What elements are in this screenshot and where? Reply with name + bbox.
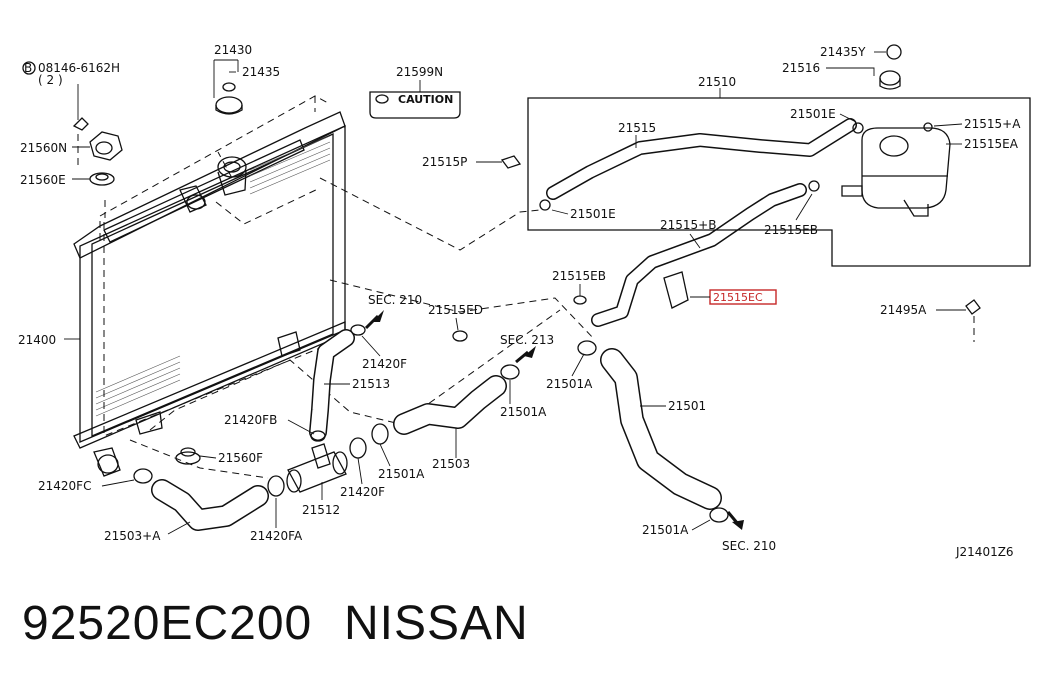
bolt-spec-label: 08146-6162H <box>38 61 120 75</box>
label-21420f-top: 21420F <box>362 357 407 371</box>
label-21420fb: 21420FB <box>224 413 277 427</box>
bolt-21495a <box>936 299 981 342</box>
label-21503-a: 21503+A <box>104 529 161 543</box>
label-21515p: 21515P <box>422 155 467 169</box>
label-21512: 21512 <box>302 503 340 517</box>
diagram-code: J21401Z6 <box>955 545 1014 559</box>
label-21501e-top: 21501E <box>790 107 836 121</box>
label-21501a-low: 21501A <box>378 467 425 481</box>
label-sec213: SEC. 213 <box>500 333 554 347</box>
bolt-marker: B <box>24 61 32 75</box>
hose-21503 <box>393 375 507 458</box>
hose-21515-b <box>591 183 807 327</box>
label-21400: 21400 <box>18 333 56 347</box>
label-21510: 21510 <box>698 75 736 89</box>
label-21560f: 21560F <box>218 451 263 465</box>
label-21503: 21503 <box>432 457 470 471</box>
hose-21501 <box>600 348 722 510</box>
label-21501a-left: 21501A <box>500 405 547 419</box>
label-21501a-bottom: 21501A <box>642 523 689 537</box>
hose-21503-a <box>151 479 269 535</box>
label-21430: 21430 <box>214 43 252 57</box>
label-sec210-top: SEC. 210 <box>368 293 422 307</box>
bushing-21560n <box>72 131 123 161</box>
label-21501a-mid: 21501A <box>546 377 593 391</box>
label-21420f-low: 21420F <box>340 485 385 499</box>
label-21515ed: 21515ED <box>428 303 483 317</box>
label-21515eb-mid: 21515EB <box>552 269 606 283</box>
label-21515ec: 21515EC <box>713 291 763 304</box>
label-21560e: 21560E <box>20 173 66 187</box>
label-21501e-left: 21501E <box>570 207 616 221</box>
label-21515: 21515 <box>618 121 656 135</box>
label-21516: 21516 <box>782 61 820 75</box>
label-sec210-bottom: SEC. 210 <box>722 539 776 553</box>
radiator-21400 <box>64 111 346 477</box>
label-21515ea: 21515EA <box>964 137 1019 151</box>
connector-21512 <box>286 443 348 500</box>
label-21599n: 21599N <box>396 65 443 79</box>
label-21495a: 21495A <box>880 303 927 317</box>
caution-plate-21599n <box>369 80 461 119</box>
hose-21513 <box>309 329 355 441</box>
bolt-qty-label: ( 2 ) <box>38 73 63 87</box>
brand-name: NISSAN <box>344 597 529 650</box>
hose-21515 <box>546 118 857 200</box>
label-21515eb-right: 21515EB <box>764 223 818 237</box>
caution-text: CAUTION <box>398 93 453 106</box>
part-number: 92520EC200 <box>22 597 313 650</box>
label-21560n: 21560N <box>20 141 67 155</box>
reservoir-box-21510 <box>527 44 1031 267</box>
label-21435y: 21435Y <box>820 45 866 59</box>
label-21420fa: 21420FA <box>250 529 303 543</box>
label-21501: 21501 <box>668 399 706 413</box>
bolt-08146-6162h <box>22 61 89 131</box>
bushing-21560e <box>72 172 115 186</box>
sec-arrows <box>364 310 744 530</box>
label-21515-b: 21515+B <box>660 218 716 232</box>
label-21420fc: 21420FC <box>38 479 91 493</box>
radiator-cap-21430 <box>213 59 243 115</box>
label-21513: 21513 <box>352 377 390 391</box>
label-21515-a: 21515+A <box>964 117 1021 131</box>
label-21435: 21435 <box>242 65 280 79</box>
